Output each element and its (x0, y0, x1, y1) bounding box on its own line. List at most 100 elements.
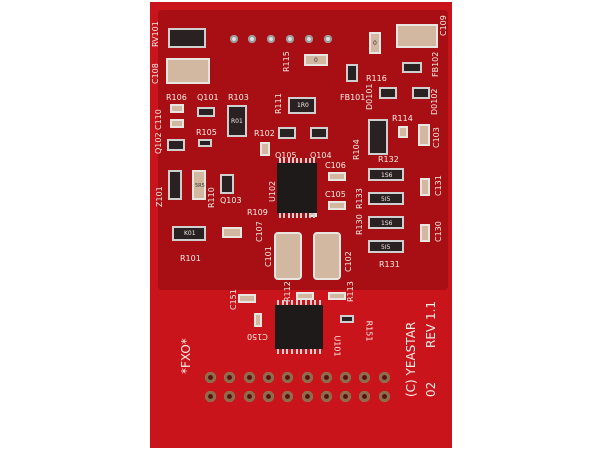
ic-pin (279, 158, 281, 163)
chip-u101 (275, 305, 323, 349)
diode-d0101 (379, 87, 397, 99)
capacitor-c130 (420, 224, 430, 242)
ic-pin (295, 300, 298, 305)
silk-label: R116 (366, 74, 387, 83)
transistor-q102 (167, 139, 185, 151)
capacitor-c101 (274, 232, 302, 280)
silk-label: R113 (346, 281, 355, 302)
header-pin (359, 391, 371, 402)
silk-label: R109 (247, 208, 268, 217)
silk-label: R111 (274, 93, 283, 114)
resistor-r104 (368, 119, 388, 155)
transistor-q104 (310, 127, 328, 139)
capacitor-c105 (328, 201, 346, 210)
silk-label: R103 (228, 93, 249, 102)
header-pin (340, 372, 352, 383)
ferrite-fb101 (346, 64, 358, 82)
silk-label: R131 (379, 260, 400, 269)
ic-pin (308, 158, 311, 163)
header-pin (282, 391, 294, 402)
silk-label: C110 (154, 109, 163, 130)
resistor-r105 (198, 139, 212, 147)
capacitor-c102 (313, 232, 341, 280)
test-pad (286, 35, 294, 43)
header-pin (243, 391, 255, 402)
resistor-r131: 5I5 (368, 240, 404, 253)
test-pad (230, 35, 238, 43)
silk-label: R102 (254, 129, 275, 138)
resistor-r115: 0 (304, 54, 328, 66)
header-pin (205, 372, 216, 383)
silk-label: Q101 (197, 93, 219, 102)
header-pin (262, 391, 274, 402)
ic-pin (295, 349, 298, 354)
board-number: 02 (424, 381, 438, 397)
silk-label: R133 (355, 188, 364, 209)
ic-pin (300, 349, 303, 354)
ic-pin (286, 349, 289, 354)
silk-label: C131 (434, 175, 443, 196)
ic-pin (277, 349, 279, 354)
silk-label: U101 (332, 335, 342, 357)
ic-pin (277, 300, 279, 305)
header-pin (320, 391, 332, 402)
ic-pin (287, 158, 290, 163)
ic-pin (291, 158, 294, 163)
test-pad (324, 35, 332, 43)
header-pin (340, 391, 352, 402)
transistor-q103 (220, 174, 234, 194)
maker-text: (C) YEASTAR (404, 321, 418, 397)
silk-label: C102 (344, 251, 353, 272)
capacitor-c110 (170, 119, 184, 128)
header-pin (301, 391, 313, 402)
silk-label: Q102 (154, 132, 163, 154)
header-pin (224, 391, 236, 402)
ic-pin (304, 158, 307, 163)
ic-pin (291, 213, 294, 218)
header-pin (378, 391, 390, 402)
silk-label: C109 (439, 15, 448, 36)
silk-label: U102 (268, 180, 277, 202)
resistor-r133: 5I5 (368, 192, 404, 205)
capacitor-c131 (420, 178, 430, 196)
silk-label: Q104 (310, 151, 332, 160)
ic-pin (314, 349, 317, 354)
silk-label: C107 (255, 221, 264, 242)
silk-label: R151 (364, 320, 374, 342)
header-pin (224, 372, 236, 383)
silk-label: R101 (180, 254, 201, 263)
diode-z101 (168, 170, 182, 200)
resistor-r103: R01 (227, 105, 247, 137)
transistor-q101 (197, 107, 215, 117)
ic-pin (300, 300, 303, 305)
silk-label: R104 (352, 139, 361, 160)
transistor-q105 (278, 127, 296, 139)
revision-text: REV 1.1 (424, 300, 438, 348)
ic-pin (313, 213, 315, 218)
capacitor-c107 (222, 227, 242, 238)
silk-label: RV101 (151, 21, 160, 47)
chip-u102 (277, 163, 317, 213)
header-pin (301, 372, 313, 383)
silk-label: C108 (151, 63, 160, 84)
resistor-r112 (296, 292, 314, 300)
resistor-r101: K01 (172, 226, 206, 241)
silk-label: D0101 (365, 83, 374, 110)
ground-plane-area (158, 10, 448, 290)
ic-pin (283, 158, 286, 163)
capacitor-c103 (418, 124, 430, 146)
silk-label: C106 (325, 161, 346, 170)
resistor-r116: 0 (369, 32, 381, 54)
header-pin (282, 372, 294, 383)
silk-label: R110 (207, 187, 216, 208)
ic-pin (313, 158, 315, 163)
silk-label: C103 (432, 127, 441, 148)
resistor-r114 (398, 126, 408, 138)
resistor-r102 (260, 142, 270, 156)
resistor-r111: 1R0 (288, 97, 316, 114)
silk-label: Q105 (275, 151, 297, 160)
silk-label: R115 (282, 51, 291, 72)
ic-pin (296, 158, 298, 163)
silk-label: R112 (283, 281, 292, 302)
ic-pin (286, 300, 289, 305)
